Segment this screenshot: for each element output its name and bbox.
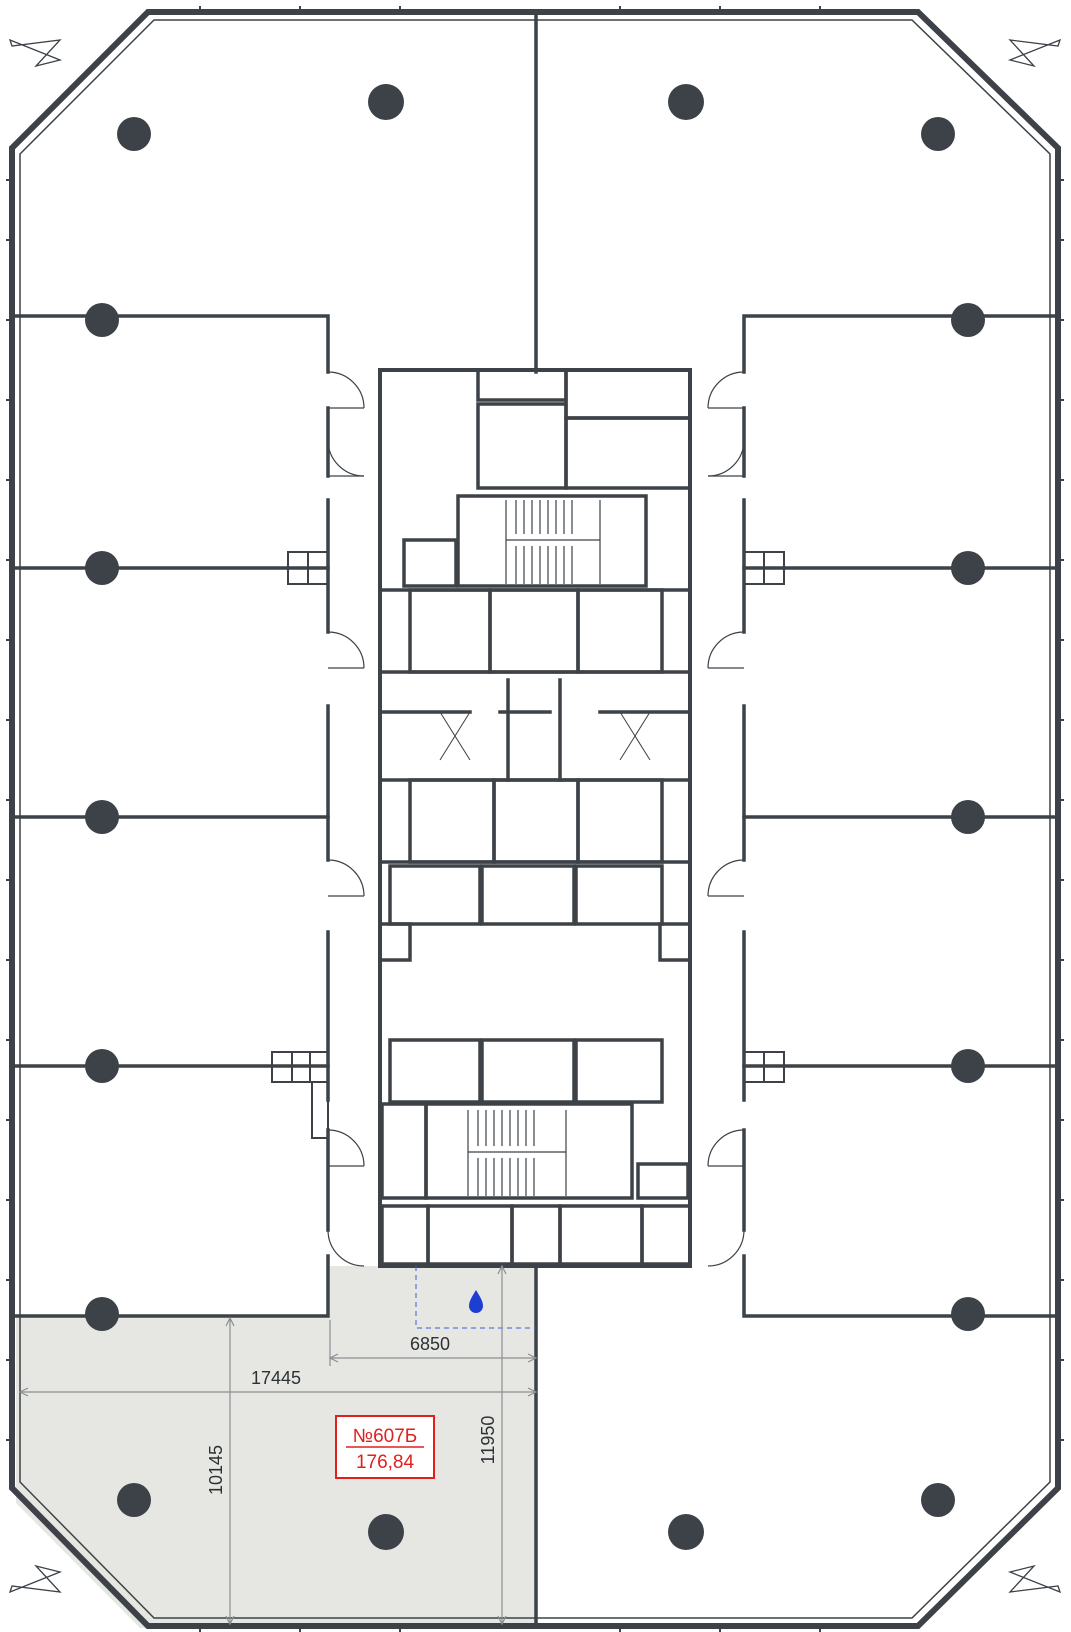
unit-label[interactable]: №607Б 176,84 [335, 1415, 435, 1479]
partition-walls [14, 10, 1056, 1628]
water-point [415, 1266, 536, 1329]
outer-walls [6, 6, 1064, 1632]
dimension-total-width: 17445 [251, 1368, 301, 1388]
unit-607b-area[interactable] [16, 1266, 536, 1628]
stair-lower [467, 1110, 567, 1196]
unit-number: №607Б [353, 1426, 418, 1447]
dimension-right-depth: 11950 [478, 1416, 498, 1465]
service-shafts [271, 551, 785, 1139]
dimension-inner-width: 6850 [410, 1334, 450, 1354]
stair-upper [505, 500, 601, 584]
dimension-lines [18, 1264, 538, 1626]
doors [327, 371, 745, 1267]
water-drop-icon [469, 1290, 483, 1313]
building-core [378, 368, 692, 1268]
dimension-left-depth: 10145 [206, 1445, 226, 1495]
unit-area: 176,84 [356, 1452, 415, 1473]
structural-columns [85, 84, 985, 1550]
compass-arrow-icon [8, 38, 1062, 1594]
